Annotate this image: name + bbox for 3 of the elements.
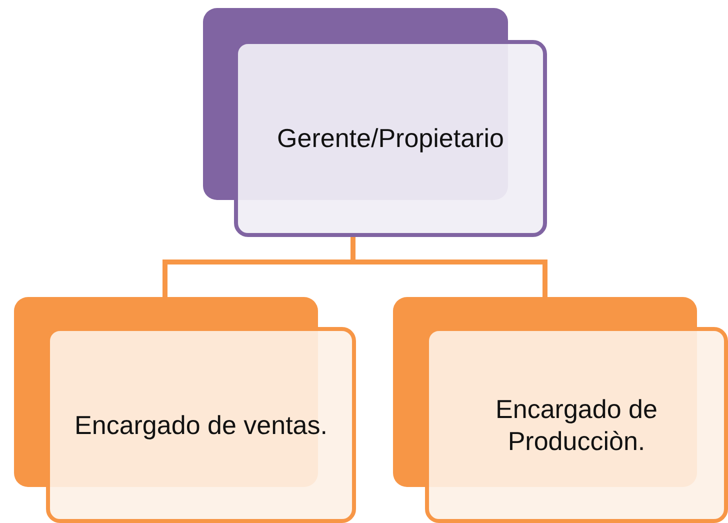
role-label: Gerente/Propietario xyxy=(277,122,504,155)
role-label: Encargado de ventas. xyxy=(74,408,328,442)
role-label: Encargado de Producciòn. xyxy=(494,392,658,458)
